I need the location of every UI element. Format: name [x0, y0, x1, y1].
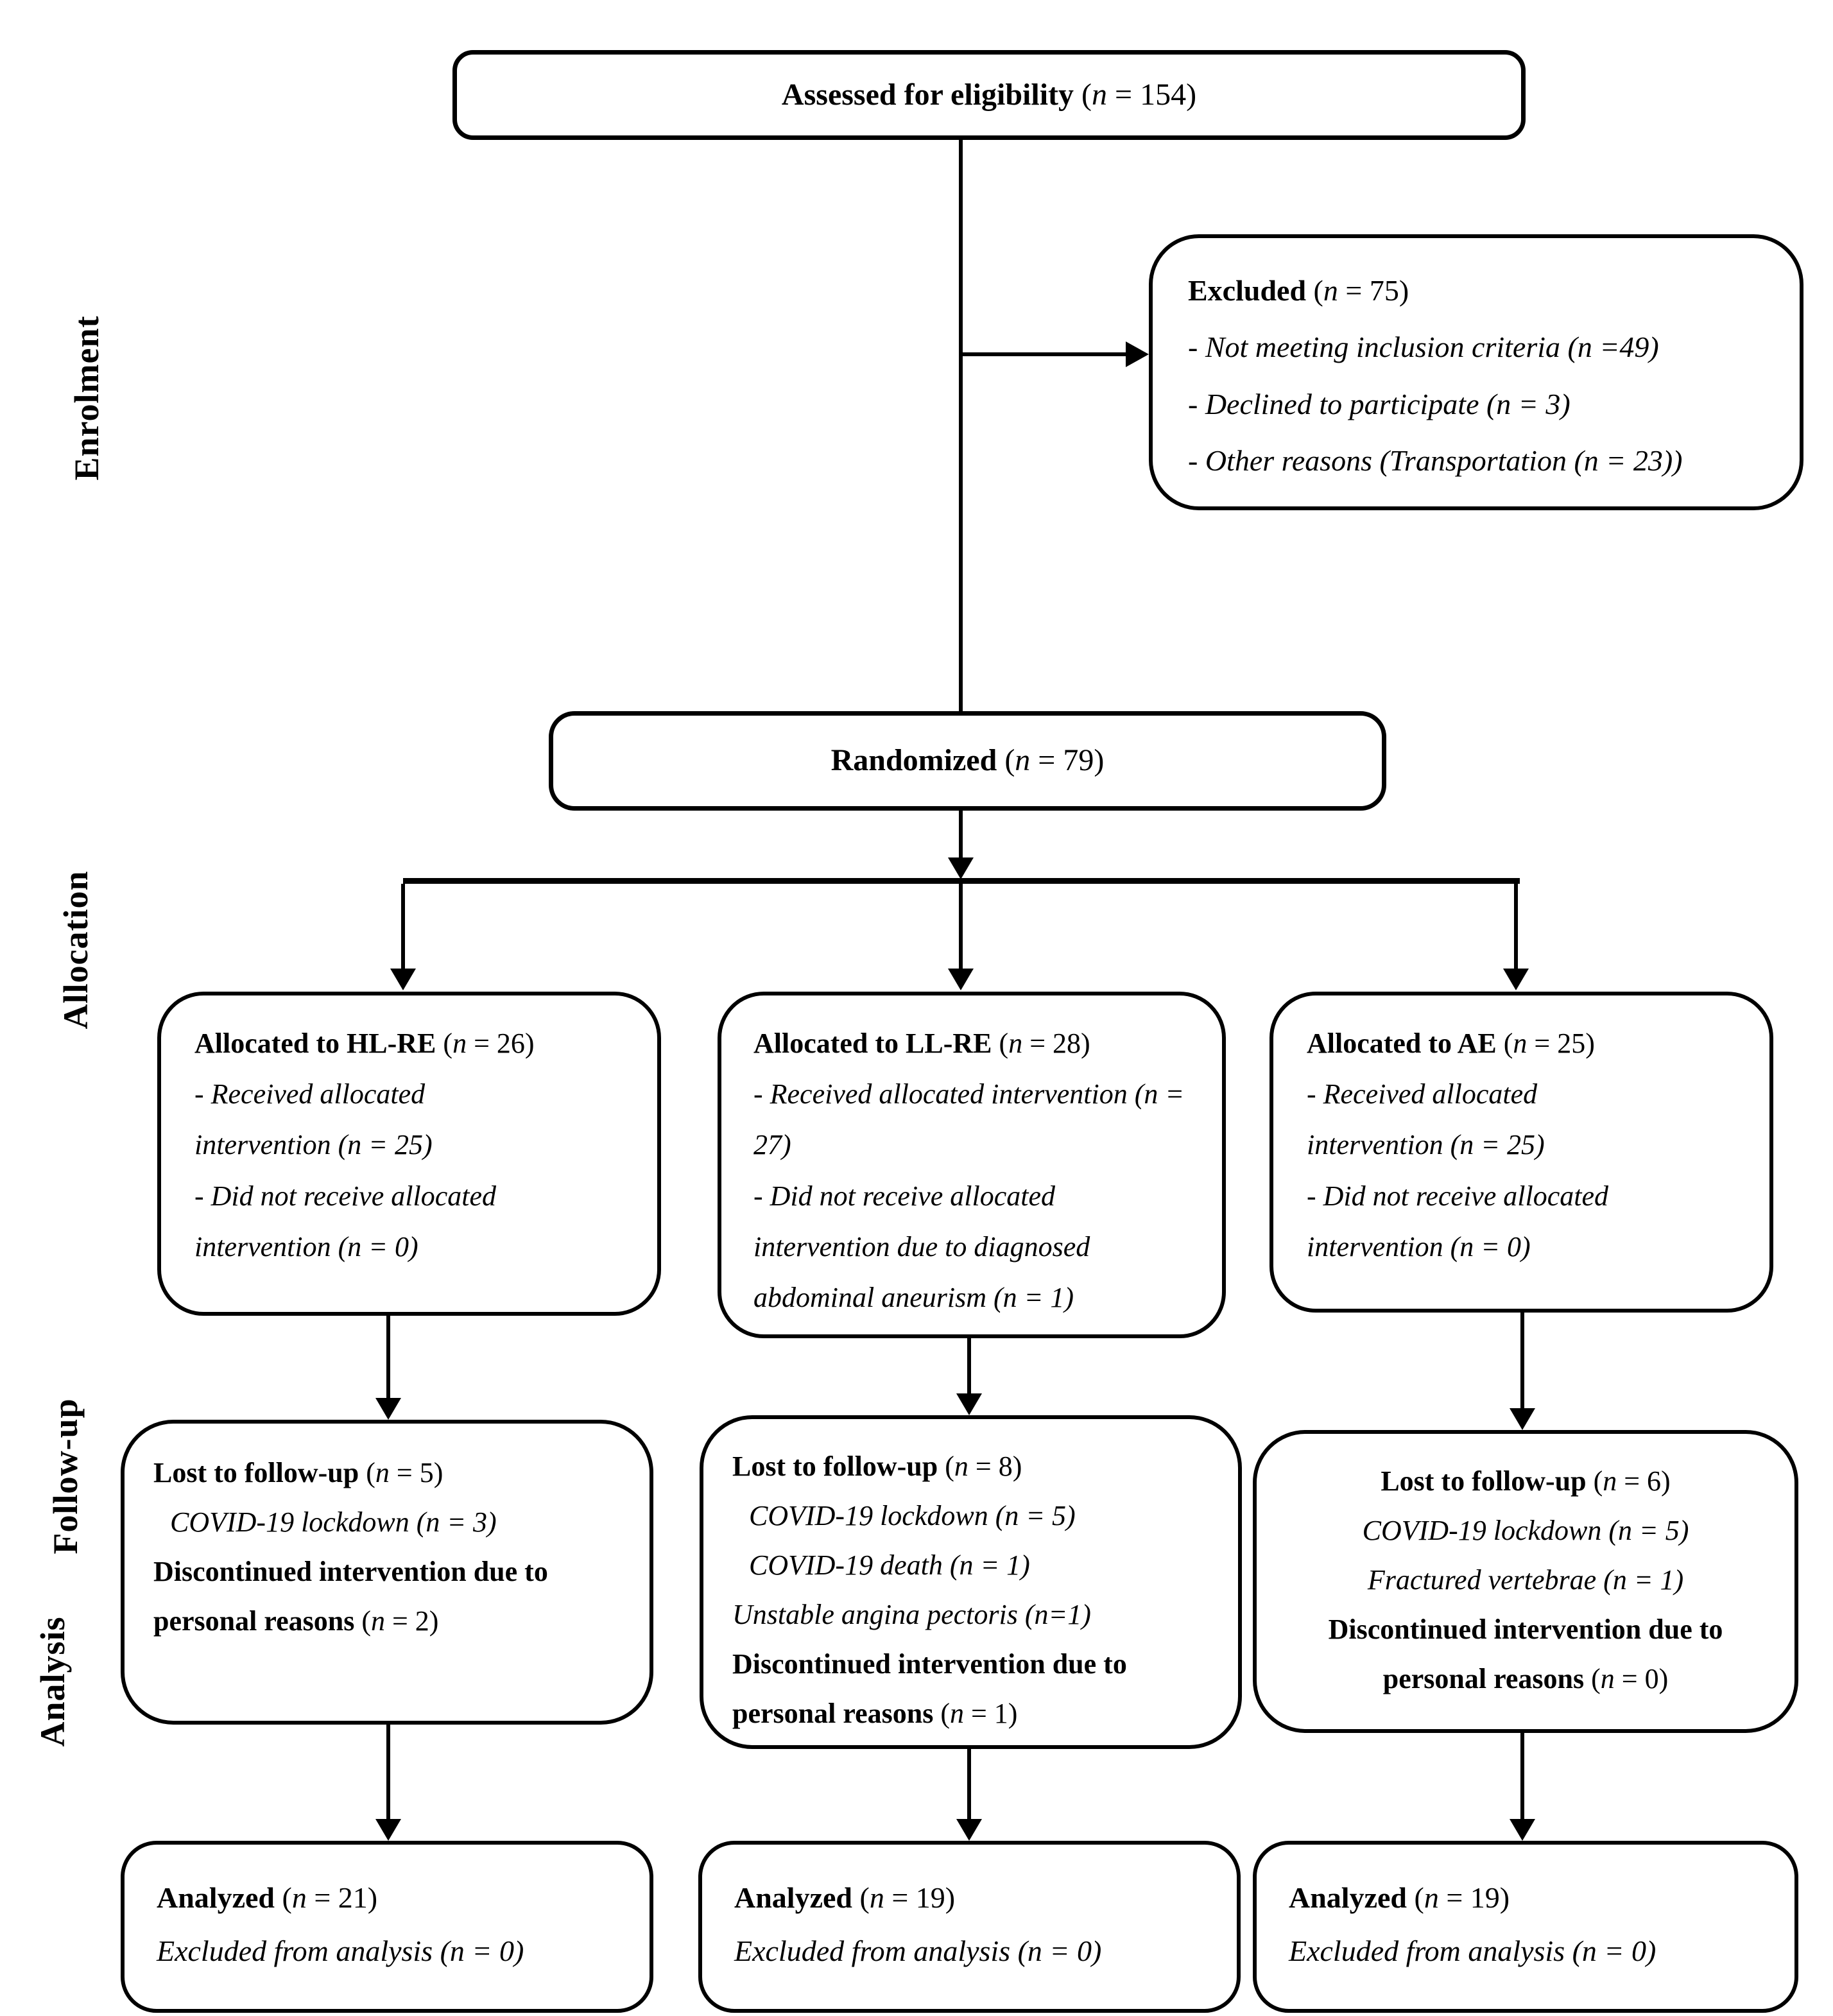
text-line: Excluded from analysis (n = 0): [734, 1934, 1102, 1967]
box-allocated-hlre: Allocated to HL-RE (n = 26) - Received al…: [157, 992, 661, 1316]
text-line: Excluded from analysis (n = 0): [157, 1934, 524, 1967]
box-excluded: Excluded (n = 75) - Not meeting inclusion…: [1149, 234, 1803, 510]
text-line: Discontinued intervention due to persona…: [1328, 1614, 1723, 1694]
text-line: Fractured vertebrae (n = 1): [1367, 1564, 1684, 1596]
connector-fu-to-an-llre: [967, 1749, 971, 1819]
text-line: COVID-19 lockdown (n = 5): [1362, 1515, 1689, 1546]
text-line: - Other reasons (Transportation (n = 23)…: [1188, 444, 1683, 477]
text-line: Lost to follow-up (n = 5): [153, 1457, 443, 1488]
arrowhead-an-hlre: [375, 1819, 401, 1841]
box-analysis-llre: Analyzed (n = 19) Excluded from analysis …: [698, 1841, 1241, 2013]
text-line: - Did not receive allocated intervention…: [194, 1180, 496, 1262]
text-line: COVID-19 lockdown (n = 5): [749, 1500, 1076, 1531]
connector-branch-to-hlre: [401, 884, 405, 970]
arrowhead-branch-junction: [948, 857, 974, 879]
box-allocated-llre-text: Allocated to LL-RE (n = 28) - Received al…: [753, 1018, 1193, 1323]
text-line: Discontinued intervention due to persona…: [153, 1556, 548, 1637]
box-followup-llre: Lost to follow-up (n = 8) COVID-19 lockdo…: [700, 1415, 1242, 1749]
text-line: COVID-19 death (n = 1): [749, 1549, 1030, 1581]
connector-alloc-to-fu-hlre: [386, 1316, 390, 1399]
text-line: - Received allocated intervention (n = 2…: [194, 1078, 433, 1161]
text-line: Unstable angina pectoris (n=1): [732, 1599, 1091, 1630]
text-line: - Declined to participate (n = 3): [1188, 387, 1571, 420]
box-excluded-text: Excluded (n = 75) - Not meeting inclusion…: [1188, 263, 1771, 489]
text-line: Lost to follow-up (n = 6): [1381, 1465, 1671, 1497]
arrowhead-alloc-llre: [948, 969, 974, 990]
box-analysis-hlre-text: Analyzed (n = 21) Excluded from analysis …: [157, 1872, 624, 1978]
box-analysis-ae-text: Analyzed (n = 19) Excluded from analysis …: [1289, 1872, 1769, 1978]
connector-branch-to-llre: [959, 884, 963, 970]
box-followup-llre-text: Lost to follow-up (n = 8) COVID-19 lockdo…: [732, 1442, 1212, 1738]
connector-randomized-to-branch: [959, 811, 963, 861]
text-line: - Received allocated intervention (n = 2…: [1307, 1078, 1545, 1161]
connector-fu-to-an-hlre: [386, 1725, 390, 1819]
text-line: Excluded from analysis (n = 0): [1289, 1934, 1657, 1967]
text-line: Analyzed (n = 19): [1289, 1881, 1510, 1914]
stage-label-analysis: Analysis: [33, 1616, 72, 1747]
text-line: Allocated to AE (n = 25): [1307, 1028, 1595, 1059]
arrowhead-alloc-ae: [1503, 969, 1529, 990]
text-line: Analyzed (n = 19): [734, 1881, 956, 1914]
stage-label-allocation: Allocation: [56, 870, 95, 1030]
text-line: - Received allocated intervention (n = 2…: [753, 1078, 1185, 1161]
text-line: - Did not receive allocated intervention…: [753, 1180, 1090, 1313]
text-line: Excluded (n = 75): [1188, 274, 1409, 307]
box-analysis-ae: Analyzed (n = 19) Excluded from analysis …: [1253, 1841, 1798, 2013]
box-followup-hlre: Lost to follow-up (n = 5) COVID-19 lockdo…: [121, 1420, 653, 1725]
text-line: Analyzed (n = 21): [157, 1881, 378, 1914]
connector-fu-to-an-ae: [1520, 1733, 1524, 1819]
arrowhead-an-ae: [1510, 1819, 1535, 1841]
text-line: Allocated to LL-RE (n = 28): [753, 1028, 1090, 1059]
box-assessed: Assessed for eligibility (n = 154): [452, 50, 1526, 140]
text-line: Assessed for eligibility (n = 154): [781, 77, 1197, 112]
box-followup-hlre-text: Lost to follow-up (n = 5) COVID-19 lockdo…: [153, 1448, 624, 1646]
box-analysis-llre-text: Analyzed (n = 19) Excluded from analysis …: [734, 1872, 1211, 1978]
connector-branch-to-ae: [1514, 884, 1518, 970]
box-allocated-hlre-text: Allocated to HL-RE (n = 26) - Received al…: [194, 1018, 561, 1272]
box-allocated-llre: Allocated to LL-RE (n = 28) - Received al…: [718, 992, 1226, 1338]
connector-to-excluded: [961, 352, 1128, 356]
box-randomized-text: Randomized (n = 79): [831, 733, 1105, 788]
box-followup-ae-text: Lost to follow-up (n = 6) COVID-19 lockdo…: [1276, 1456, 1775, 1703]
arrowhead-alloc-hlre: [390, 969, 416, 990]
box-followup-ae: Lost to follow-up (n = 6) COVID-19 lockdo…: [1253, 1430, 1798, 1733]
branch-line: [403, 878, 1520, 884]
text-line: Allocated to HL-RE (n = 26): [194, 1028, 535, 1059]
arrowhead-an-llre: [956, 1819, 982, 1841]
connector-alloc-to-fu-ae: [1520, 1313, 1524, 1409]
text-line: Randomized (n = 79): [830, 743, 1105, 778]
box-allocated-ae-text: Allocated to AE (n = 25) - Received alloc…: [1307, 1018, 1673, 1272]
text-line: - Did not receive allocated intervention…: [1307, 1180, 1608, 1262]
stage-label-enrolment: Enrolment: [67, 315, 106, 481]
connector-assessed-to-randomized: [959, 140, 963, 712]
arrowhead-fu-llre: [956, 1393, 982, 1415]
text-line: Discontinued intervention due to persona…: [732, 1648, 1127, 1729]
box-analysis-hlre: Analyzed (n = 21) Excluded from analysis …: [121, 1841, 653, 2013]
text-line: COVID-19 lockdown (n = 3): [170, 1506, 497, 1538]
box-randomized: Randomized (n = 79): [549, 711, 1386, 811]
connector-alloc-to-fu-llre: [967, 1338, 971, 1395]
arrowhead-fu-ae: [1510, 1408, 1535, 1430]
arrowhead-to-excluded: [1126, 341, 1149, 367]
text-line: - Not meeting inclusion criteria (n =49): [1188, 331, 1659, 364]
box-allocated-ae: Allocated to AE (n = 25) - Received alloc…: [1269, 992, 1773, 1313]
text-line: Lost to follow-up (n = 8): [732, 1451, 1022, 1482]
arrowhead-fu-hlre: [375, 1398, 401, 1420]
stage-label-followup: Follow-up: [46, 1398, 85, 1555]
box-assessed-text: Assessed for eligibility (n = 154): [782, 67, 1196, 123]
